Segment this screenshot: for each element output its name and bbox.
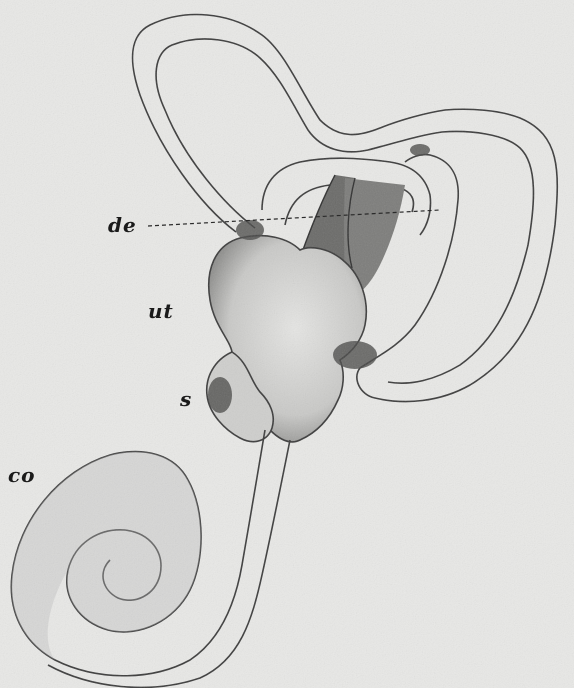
label-s: s <box>179 387 192 411</box>
label-ut: ut <box>148 299 174 323</box>
label-de: de <box>108 213 137 237</box>
label-co: co <box>8 463 36 487</box>
